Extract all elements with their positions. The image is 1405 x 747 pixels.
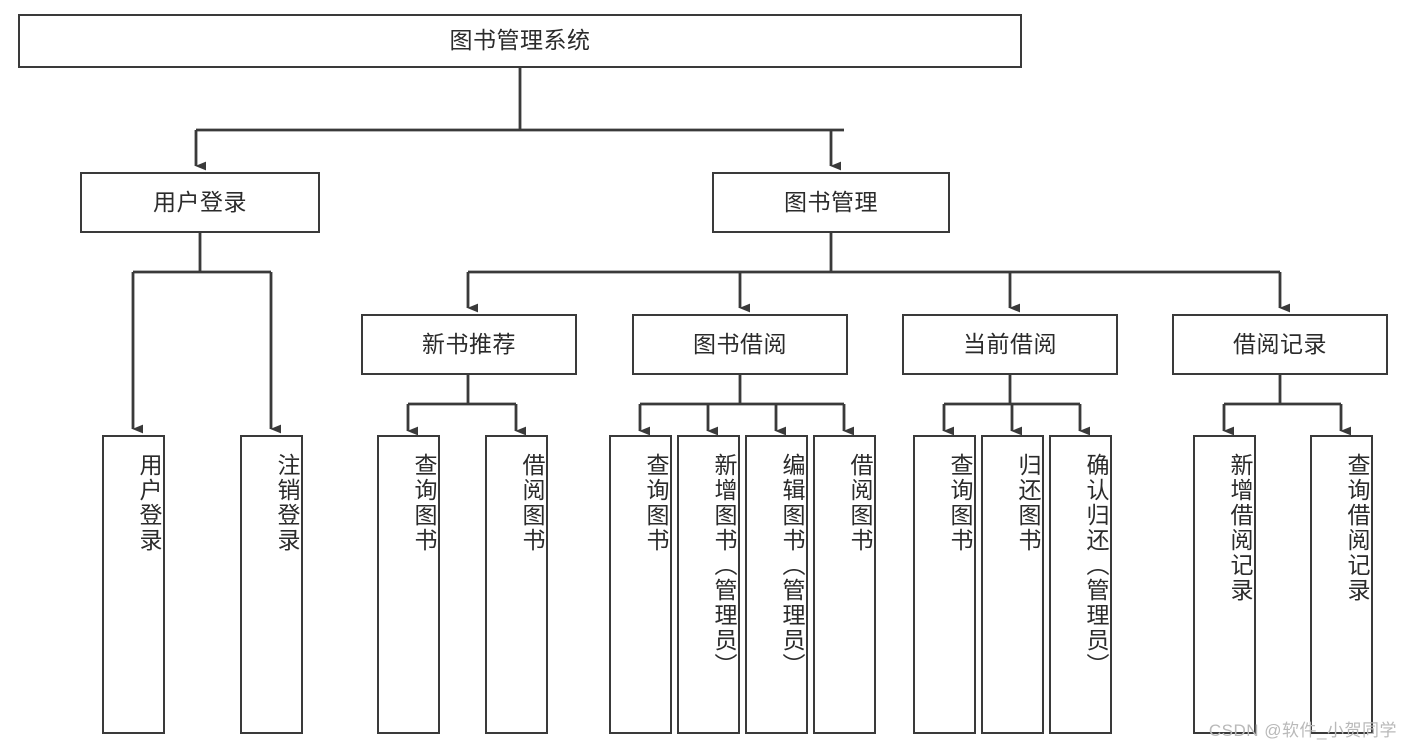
leaf-borrow-add-book[interactable]: 新增图书（管理员） [677, 435, 740, 734]
leaf-record-add-record[interactable]: 新增借阅记录 [1193, 435, 1256, 734]
node-label: 编辑图书（管理员） [779, 453, 805, 678]
node-label: 新增借阅记录 [1227, 453, 1253, 603]
node-book-borrow[interactable]: 图书借阅 [632, 314, 848, 375]
node-label: 归还图书 [1015, 453, 1041, 553]
leaf-recommend-query-book[interactable]: 查询图书 [377, 435, 440, 734]
leaf-user-login-login[interactable]: 用户登录 [102, 435, 165, 734]
node-label: 借阅图书 [519, 453, 545, 553]
node-borrow-record[interactable]: 借阅记录 [1172, 314, 1388, 375]
node-label: 查询图书 [411, 453, 437, 553]
node-label: 查询图书 [947, 453, 973, 553]
leaf-current-return-book[interactable]: 归还图书 [981, 435, 1044, 734]
leaf-borrow-borrow-book[interactable]: 借阅图书 [813, 435, 876, 734]
node-label: 图书管理系统 [449, 27, 591, 54]
node-label: 当前借阅 [963, 330, 1057, 357]
leaf-borrow-query-book[interactable]: 查询图书 [609, 435, 672, 734]
leaf-borrow-edit-book[interactable]: 编辑图书（管理员） [745, 435, 808, 734]
node-current-borrow[interactable]: 当前借阅 [902, 314, 1118, 375]
node-root-system[interactable]: 图书管理系统 [18, 14, 1022, 68]
leaf-record-query-record[interactable]: 查询借阅记录 [1310, 435, 1373, 734]
node-user-login[interactable]: 用户登录 [80, 172, 320, 233]
node-label: 用户登录 [136, 453, 162, 553]
csdn-watermark: CSDN @软件_小贺同学 [1208, 721, 1397, 740]
leaf-current-confirm-return[interactable]: 确认归还（管理员） [1049, 435, 1112, 734]
node-label: 新增图书（管理员） [711, 453, 737, 678]
leaf-user-login-logout[interactable]: 注销登录 [240, 435, 303, 734]
node-label: 查询借阅记录 [1344, 453, 1370, 603]
node-book-management[interactable]: 图书管理 [712, 172, 950, 233]
node-label: 借阅记录 [1233, 330, 1327, 357]
node-label: 用户登录 [153, 188, 247, 215]
node-label: 注销登录 [274, 453, 300, 553]
node-label: 借阅图书 [847, 453, 873, 553]
leaf-current-query-book[interactable]: 查询图书 [913, 435, 976, 734]
leaf-recommend-borrow-book[interactable]: 借阅图书 [485, 435, 548, 734]
node-label: 图书借阅 [693, 330, 787, 357]
node-new-book-recommend[interactable]: 新书推荐 [361, 314, 577, 375]
node-label: 图书管理 [784, 188, 878, 215]
node-label: 确认归还（管理员） [1083, 453, 1109, 678]
node-label: 查询图书 [643, 453, 669, 553]
node-label: 新书推荐 [422, 330, 516, 357]
